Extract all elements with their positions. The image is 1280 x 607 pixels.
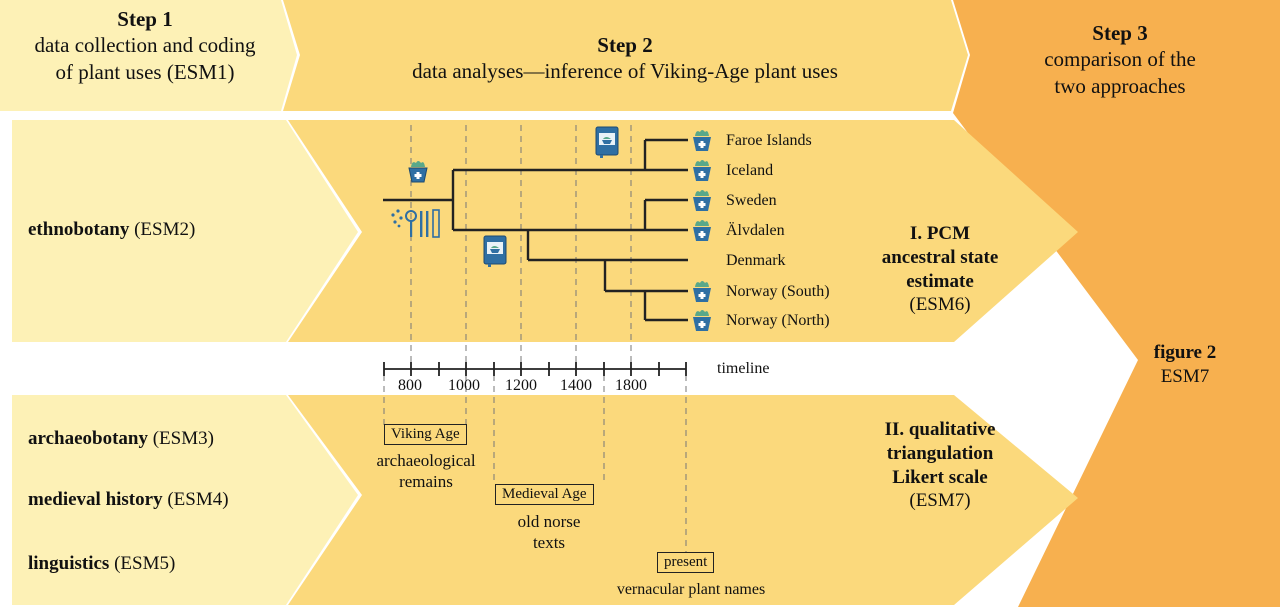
medieval-history-label: medieval history (ESM4)	[28, 489, 229, 510]
step3-line2: two approaches	[1054, 73, 1186, 98]
step1-header: Step 1 data collection and coding of pla…	[10, 6, 280, 85]
figure-label: figure 2 ESM7	[1153, 342, 1217, 387]
step1-line2: of plant uses (ESM1)	[55, 59, 235, 84]
qualitative-band	[288, 395, 1078, 605]
basket-icon	[693, 160, 711, 181]
step3-title: Step 3	[1092, 21, 1148, 45]
tip-label: Denmark	[726, 252, 786, 269]
pcm-label: I. PCM ancestral state estimate (ESM6)	[881, 223, 999, 316]
disciplines-band	[12, 395, 358, 605]
present-box: present	[657, 552, 715, 573]
timeline-tick: 1800	[615, 377, 647, 394]
basket-icon	[693, 130, 711, 151]
medieval-age-box: Medieval Age	[495, 484, 594, 505]
basket-icon	[693, 281, 711, 302]
phylogenetic-tree	[383, 138, 688, 322]
step1-header-band	[0, 0, 297, 111]
timeline-label: timeline	[717, 360, 770, 377]
step3-header: Step 3 comparison of the two approaches	[980, 20, 1260, 99]
tip-label: Norway (South)	[726, 283, 830, 300]
timeline-tick: 1400	[560, 377, 592, 394]
basket-icon	[693, 190, 711, 211]
tip-label: Iceland	[726, 162, 774, 179]
timeline-tick: 800	[398, 377, 422, 394]
basket-icon	[408, 161, 428, 183]
viking-age-box: Viking Age	[384, 424, 467, 445]
book-icon	[595, 126, 619, 158]
timeline-tick: 1200	[505, 377, 537, 394]
step2-title: Step 2	[597, 33, 653, 57]
step1-line1: data collection and coding	[34, 33, 256, 58]
tip-label: Sweden	[726, 192, 777, 209]
tip-label: Norway (North)	[726, 312, 830, 329]
book-icon	[483, 235, 507, 267]
timeline-axis	[383, 362, 687, 376]
qualitative-label: II. qualitative triangulation Likert sca…	[884, 419, 996, 512]
linguistics-label: linguistics (ESM5)	[28, 553, 176, 574]
viking-age-caption: archaeological remains	[376, 451, 476, 492]
present-caption: vernacular plant names	[616, 581, 766, 598]
basket-icon	[693, 310, 711, 331]
step1-title: Step 1	[117, 7, 173, 31]
tip-label: Älvdalen	[726, 222, 785, 239]
basket-icon	[693, 220, 711, 241]
step2-subtitle: data analyses—inference of Viking-Age pl…	[412, 59, 838, 84]
step3-line1: comparison of the	[1044, 47, 1196, 72]
step3-band	[953, 0, 1280, 607]
archaeobotany-label: archaeobotany (ESM3)	[28, 428, 214, 449]
tools-icon	[391, 209, 440, 238]
tip-label: Faroe Islands	[726, 132, 812, 149]
ethnobotany-label: ethnobotany (ESM2)	[28, 219, 196, 240]
timeline-tick: 1000	[448, 377, 480, 394]
ethnobotany-band	[12, 120, 358, 342]
step2-header-band	[283, 0, 968, 111]
dashed-guides	[383, 125, 687, 552]
step2-header: Step 2 data analyses—inference of Viking…	[300, 32, 950, 85]
medieval-age-caption: old norse texts	[517, 512, 581, 553]
